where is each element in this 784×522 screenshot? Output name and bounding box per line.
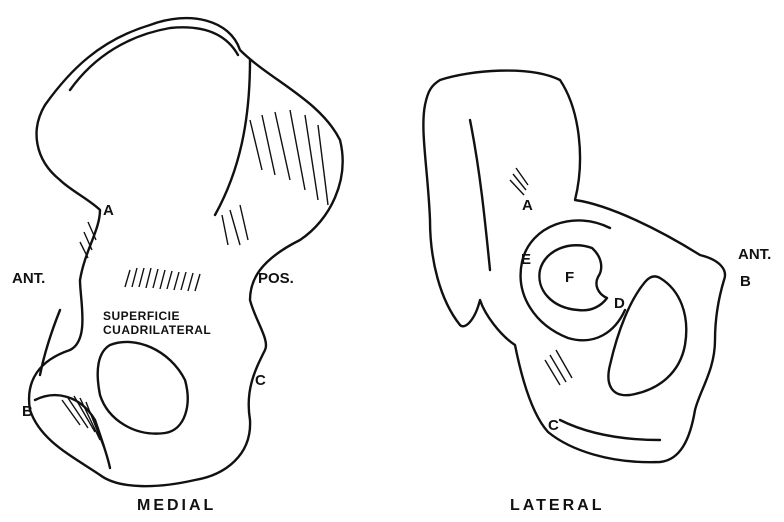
- medial-region-line2: CUADRILATERAL: [103, 324, 211, 336]
- lateral-label-a: A: [522, 198, 533, 213]
- lateral-label-c: C: [548, 418, 559, 433]
- lateral-hip-bone: [423, 71, 725, 463]
- lateral-label-ant: ANT.: [738, 247, 771, 262]
- medial-hip-bone: [29, 18, 343, 486]
- lateral-label-d: D: [614, 296, 625, 311]
- lateral-wing-line: [470, 120, 490, 270]
- medial-ridge: [40, 310, 60, 375]
- medial-obturator-foramen: [98, 342, 188, 434]
- medial-label-c: C: [255, 373, 266, 388]
- lateral-label-f: F: [565, 270, 574, 285]
- medial-label-b: B: [22, 404, 33, 419]
- medial-label-pos: POS.: [258, 271, 294, 286]
- lateral-caption: LATERAL: [510, 498, 604, 514]
- hatching: [62, 110, 572, 448]
- medial-label-ant: ANT.: [12, 271, 45, 286]
- medial-region-line1: SUPERFICIE: [103, 310, 180, 322]
- medial-caption: MEDIAL: [137, 498, 216, 514]
- medial-iliac-rim: [70, 27, 238, 90]
- lateral-outline: [423, 71, 725, 463]
- lateral-label-b: B: [740, 274, 751, 289]
- medial-inner-line: [215, 60, 250, 215]
- medial-label-a: A: [103, 203, 114, 218]
- lateral-label-e: E: [521, 252, 531, 267]
- lateral-lower-ridge: [560, 420, 660, 440]
